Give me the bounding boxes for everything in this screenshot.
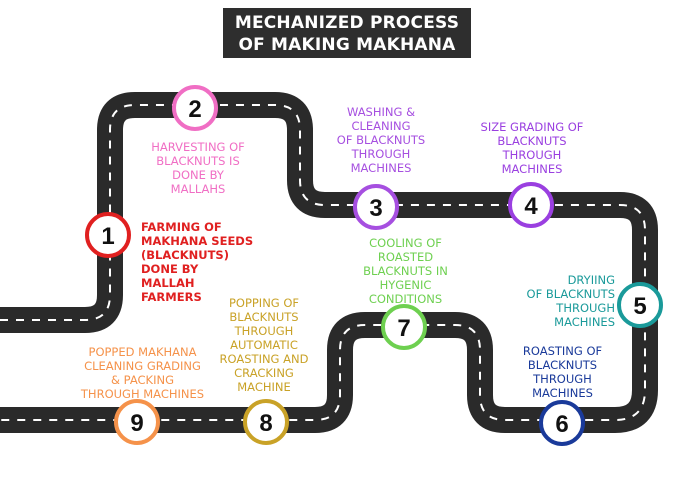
step-5-label: DRYIING OF BLACKNUTS THROUGH MACHINES	[526, 273, 615, 329]
step-marker-6-ring	[539, 400, 585, 446]
step-marker-9: 9	[114, 399, 160, 445]
step-marker-2-ring	[172, 85, 218, 131]
step-marker-3-number: 3	[369, 195, 382, 222]
step-marker-7-ring	[381, 304, 427, 350]
step-marker-2-number: 2	[188, 96, 201, 123]
step-marker-9-number: 9	[130, 410, 143, 437]
title-line-2: OF MAKING MAKHANA	[238, 35, 456, 55]
step-7-label: COOLING OF ROASTED BLACKNUTS IN HYGENIC …	[363, 236, 448, 306]
step-9-label: POPPED MAKHANA CLEANING GRADING & PACKIN…	[80, 345, 205, 401]
step-marker-4: 4	[508, 182, 554, 228]
step-marker-6-number: 6	[555, 411, 568, 438]
step-2-label: HARVESTING OF BLACKNUTS IS DONE BY MALLA…	[151, 140, 245, 196]
step-8-label: POPPING OF BLACKNUTS THROUGH AUTOMATIC R…	[219, 296, 309, 394]
title-line-1: MECHANIZED PROCESS	[234, 13, 460, 33]
step-marker-8-number: 8	[259, 410, 272, 437]
step-marker-2: 2	[172, 85, 218, 131]
page-title: MECHANIZED PROCESS OF MAKING MAKHANA	[223, 8, 471, 58]
step-marker-4-ring	[508, 182, 554, 228]
step-1-label: FARMING OF MAKHANA SEEDS (BLACKNUTS) DON…	[141, 220, 254, 304]
step-marker-8-ring	[243, 399, 289, 445]
step-marker-7: 7	[381, 304, 427, 350]
step-marker-1-number: 1	[101, 223, 114, 250]
step-marker-5: 5	[617, 282, 663, 328]
step-marker-3: 3	[353, 184, 399, 230]
step-3-label: WASHING & CLEANING OF BLACKNUTS THROUGH …	[336, 105, 426, 175]
step-marker-5-number: 5	[633, 293, 646, 320]
step-marker-1-ring	[85, 212, 131, 258]
step-marker-7-number: 7	[397, 315, 410, 342]
step-marker-3-ring	[353, 184, 399, 230]
step-marker-6: 6	[539, 400, 585, 446]
step-6-label: ROASTING OF BLACKNUTS THROUGH MACHINES	[522, 344, 603, 400]
step-4-label: SIZE GRADING OF BLACKNUTS THROUGH MACHIN…	[480, 120, 584, 176]
step-marker-4-number: 4	[524, 193, 538, 220]
step-marker-1: 1	[85, 212, 131, 258]
step-marker-8: 8	[243, 399, 289, 445]
step-marker-9-ring	[114, 399, 160, 445]
step-marker-5-ring	[617, 282, 663, 328]
